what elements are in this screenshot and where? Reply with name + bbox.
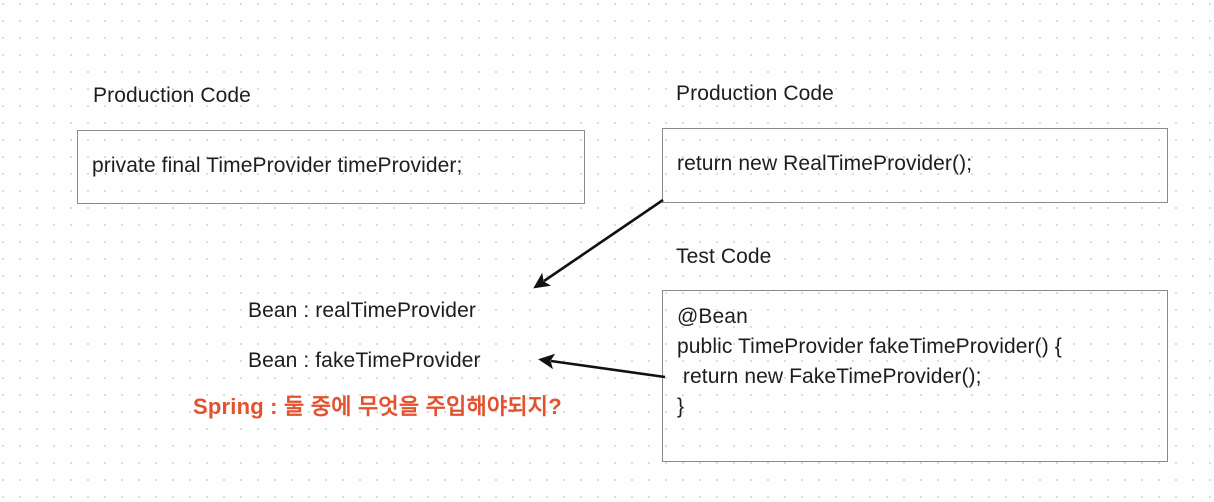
code-text-test-bean: @Bean public TimeProvider fakeTimeProvid… bbox=[677, 305, 1062, 418]
label-test-code: Test Code bbox=[676, 245, 772, 268]
code-text-production-field: private final TimeProvider timeProvider; bbox=[92, 154, 463, 177]
label-production-code-right: Production Code bbox=[676, 82, 834, 105]
arrow-fake-bean-to-bean-list bbox=[538, 353, 666, 379]
arrow-real-provider-to-bean-list bbox=[533, 198, 664, 289]
label-production-code-left: Production Code bbox=[93, 84, 251, 107]
spring-question-text: Spring : 둘 중에 무엇을 주입해야되지? bbox=[193, 394, 562, 419]
bean-candidate-real: Bean : realTimeProvider bbox=[248, 299, 476, 322]
code-text-production-return: return new RealTimeProvider(); bbox=[677, 152, 973, 175]
code-box-test-bean: @Bean public TimeProvider fakeTimeProvid… bbox=[662, 290, 1168, 462]
code-box-production-return: return new RealTimeProvider(); bbox=[662, 128, 1168, 203]
bean-candidate-fake: Bean : fakeTimeProvider bbox=[248, 349, 481, 372]
code-box-production-field: private final TimeProvider timeProvider; bbox=[77, 130, 585, 204]
